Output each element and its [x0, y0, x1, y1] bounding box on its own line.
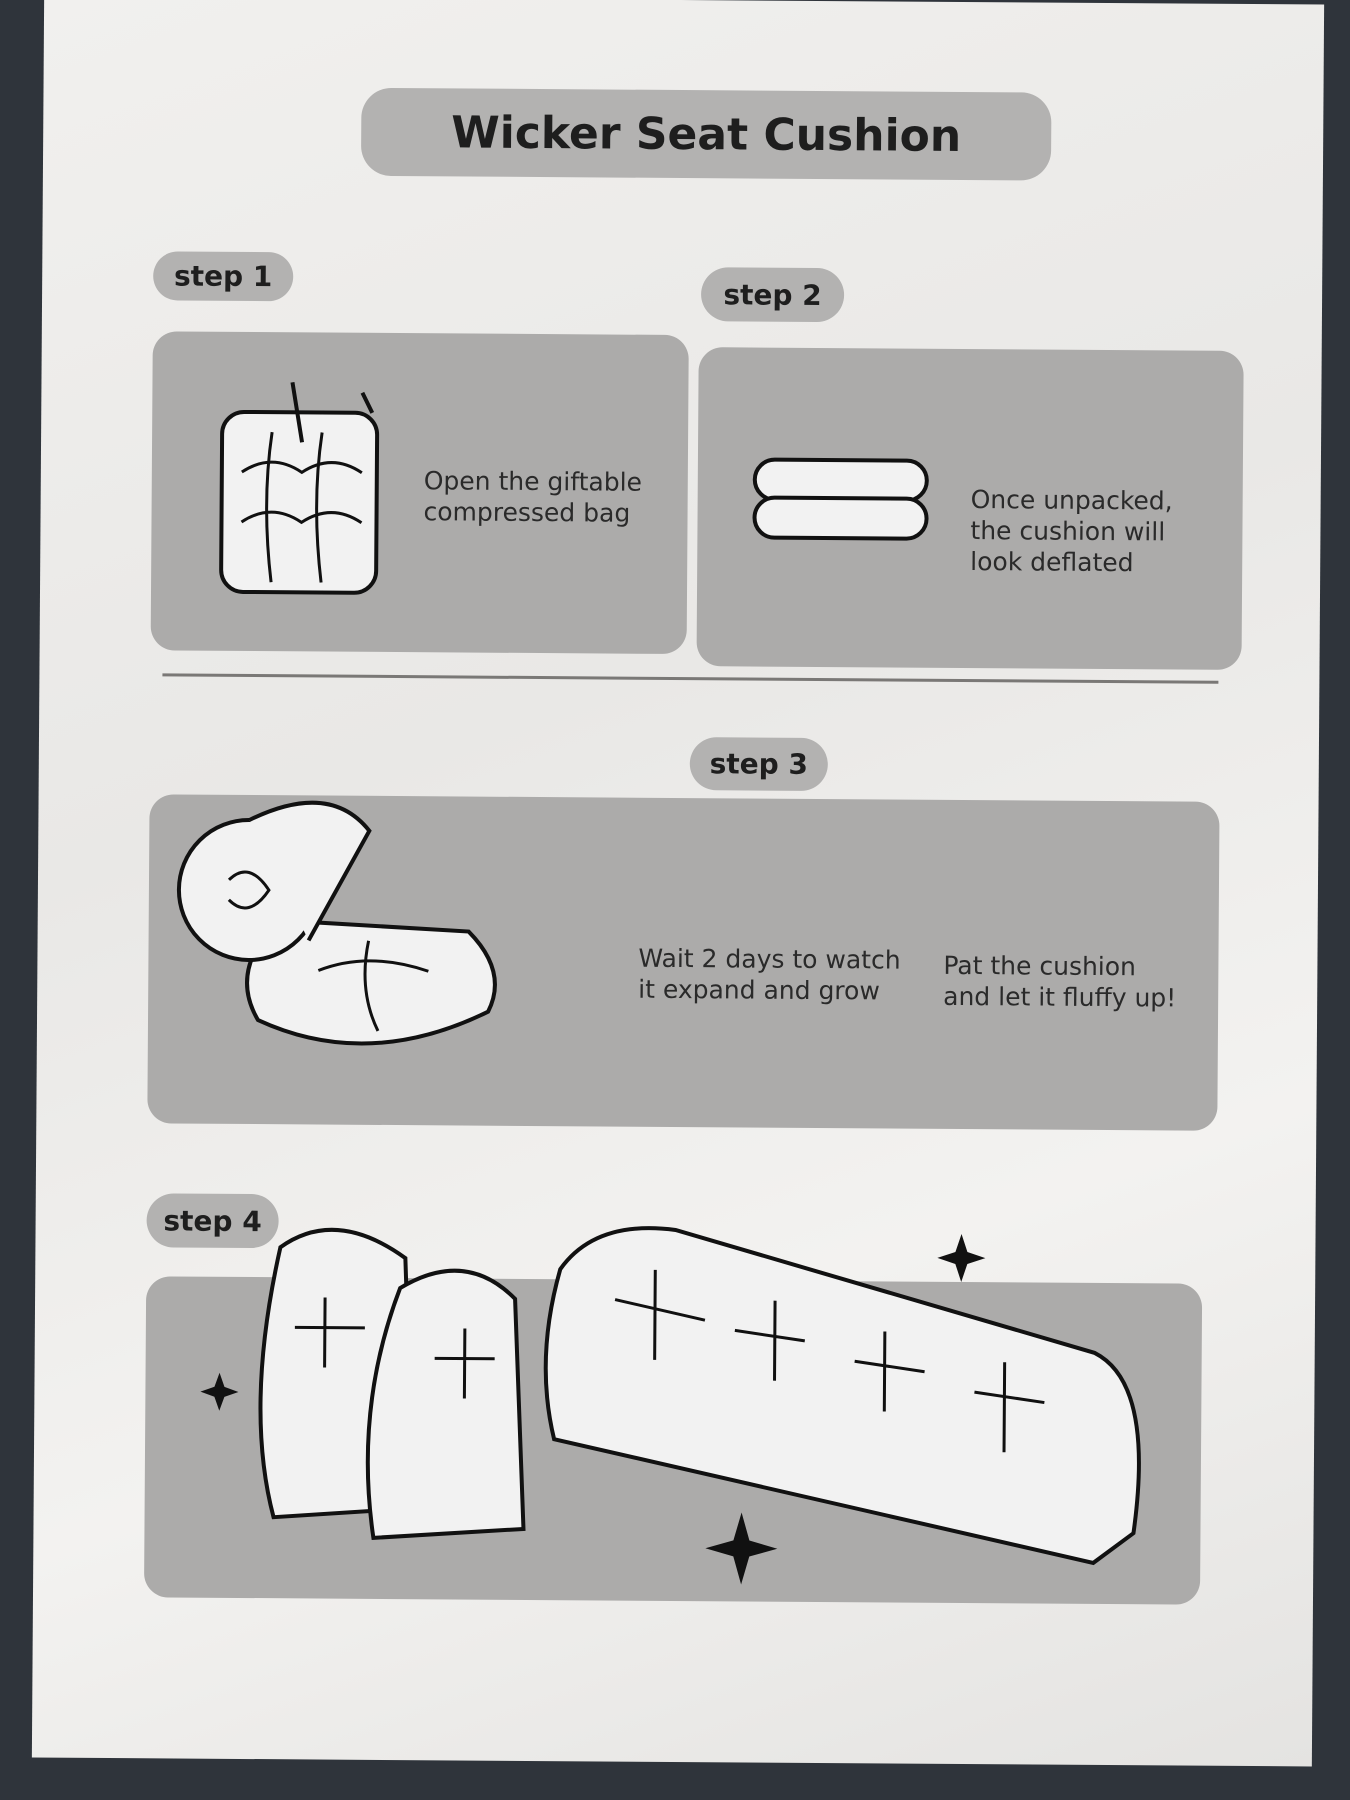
title-banner: Wicker Seat Cushion — [360, 87, 1052, 181]
flat-cushion-icon — [752, 457, 929, 541]
fluffed-cushions-illustration — [200, 1226, 1141, 1585]
step-2-panel: Once unpacked, the cushion will look def… — [696, 347, 1244, 670]
step-3-panel: Wait 2 days to watch it expand and grow … — [147, 794, 1220, 1131]
rolled-cushion-icon — [176, 800, 497, 1046]
step-3-text-pat: Pat the cushion and let it fluffy up! — [943, 950, 1177, 1013]
divider — [162, 673, 1219, 684]
step-1-text: Open the giftable compressed bag — [423, 466, 643, 528]
step-1-panel: Open the giftable compressed bag — [150, 331, 689, 655]
step-3-label: step 3 — [689, 737, 829, 792]
step-3-text-wait: Wait 2 days to watch it expand and grow — [638, 943, 901, 1006]
step-1-label: step 1 — [153, 251, 294, 302]
compressed-bag-icon — [219, 381, 380, 595]
step-2-text: Once unpacked, the cushion will look def… — [970, 485, 1173, 578]
instruction-sheet: Wicker Seat Cushion step 1 step 2 Open t… — [31, 0, 1325, 1767]
step-2-label: step 2 — [700, 267, 845, 323]
